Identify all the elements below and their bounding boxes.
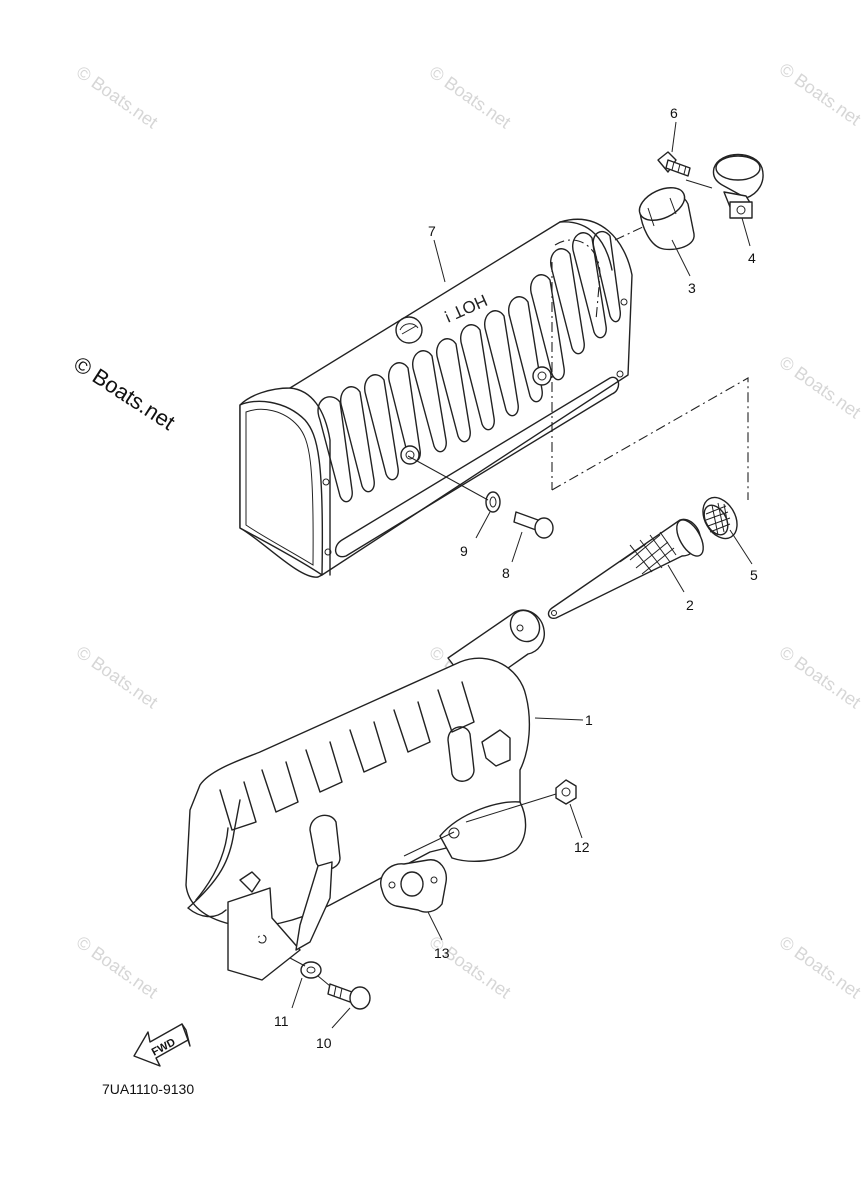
callout-10: 10 <box>316 1035 332 1051</box>
watermark-10: © Boats.net <box>426 932 515 1002</box>
watermark-11: © Boats.net <box>776 932 865 1002</box>
watermark-9: © Boats.net <box>73 932 162 1002</box>
callout-5: 5 <box>750 567 758 583</box>
watermark-1: © Boats.net <box>73 62 162 132</box>
part-7-protector: HOT ! <box>239 218 633 578</box>
watermark-5: © Boats.net <box>776 352 865 422</box>
part-11-washer <box>300 961 322 979</box>
part-13-gasket <box>380 859 447 913</box>
part-12-nut <box>555 779 577 805</box>
callout-8: 8 <box>502 565 510 581</box>
part-6-bolt <box>657 151 691 177</box>
watermark-2: © Boats.net <box>426 62 515 132</box>
callout-1: 1 <box>585 712 593 728</box>
part-8-bolt <box>513 511 554 539</box>
callouts: 1 2 3 4 5 6 7 8 9 10 11 12 13 <box>274 105 758 1051</box>
callout-11: 11 <box>274 1013 289 1029</box>
watermark-main: © Boats.net <box>69 351 179 435</box>
watermark-3: © Boats.net <box>776 59 865 129</box>
assembly-lines <box>289 179 749 987</box>
mesh-pattern <box>619 531 677 575</box>
callout-2: 2 <box>686 597 694 613</box>
part-5-screen <box>702 496 738 540</box>
part-2-spark-arrester <box>547 518 704 620</box>
callout-6: 6 <box>670 105 678 121</box>
part-1-muffler <box>185 609 545 981</box>
fwd-arrow-icon: FWD <box>133 1023 191 1067</box>
callout-4: 4 <box>748 250 756 266</box>
part-9-washer <box>485 491 501 513</box>
callout-leaders <box>291 121 753 1029</box>
callout-7: 7 <box>428 223 436 239</box>
diagram-code: 7UA1110-9130 <box>102 1081 194 1097</box>
callout-3: 3 <box>688 280 696 296</box>
hot-warning-icon <box>395 316 423 344</box>
callout-13: 13 <box>434 945 450 961</box>
part-4-clamp <box>712 153 764 219</box>
watermark-6: © Boats.net <box>73 642 162 712</box>
protector-ribs <box>317 230 622 503</box>
part-10-bolt <box>327 983 371 1010</box>
watermark-8: © Boats.net <box>776 642 865 712</box>
part-3-sleeve <box>638 187 695 251</box>
callout-9: 9 <box>460 543 468 559</box>
callout-12: 12 <box>574 839 590 855</box>
